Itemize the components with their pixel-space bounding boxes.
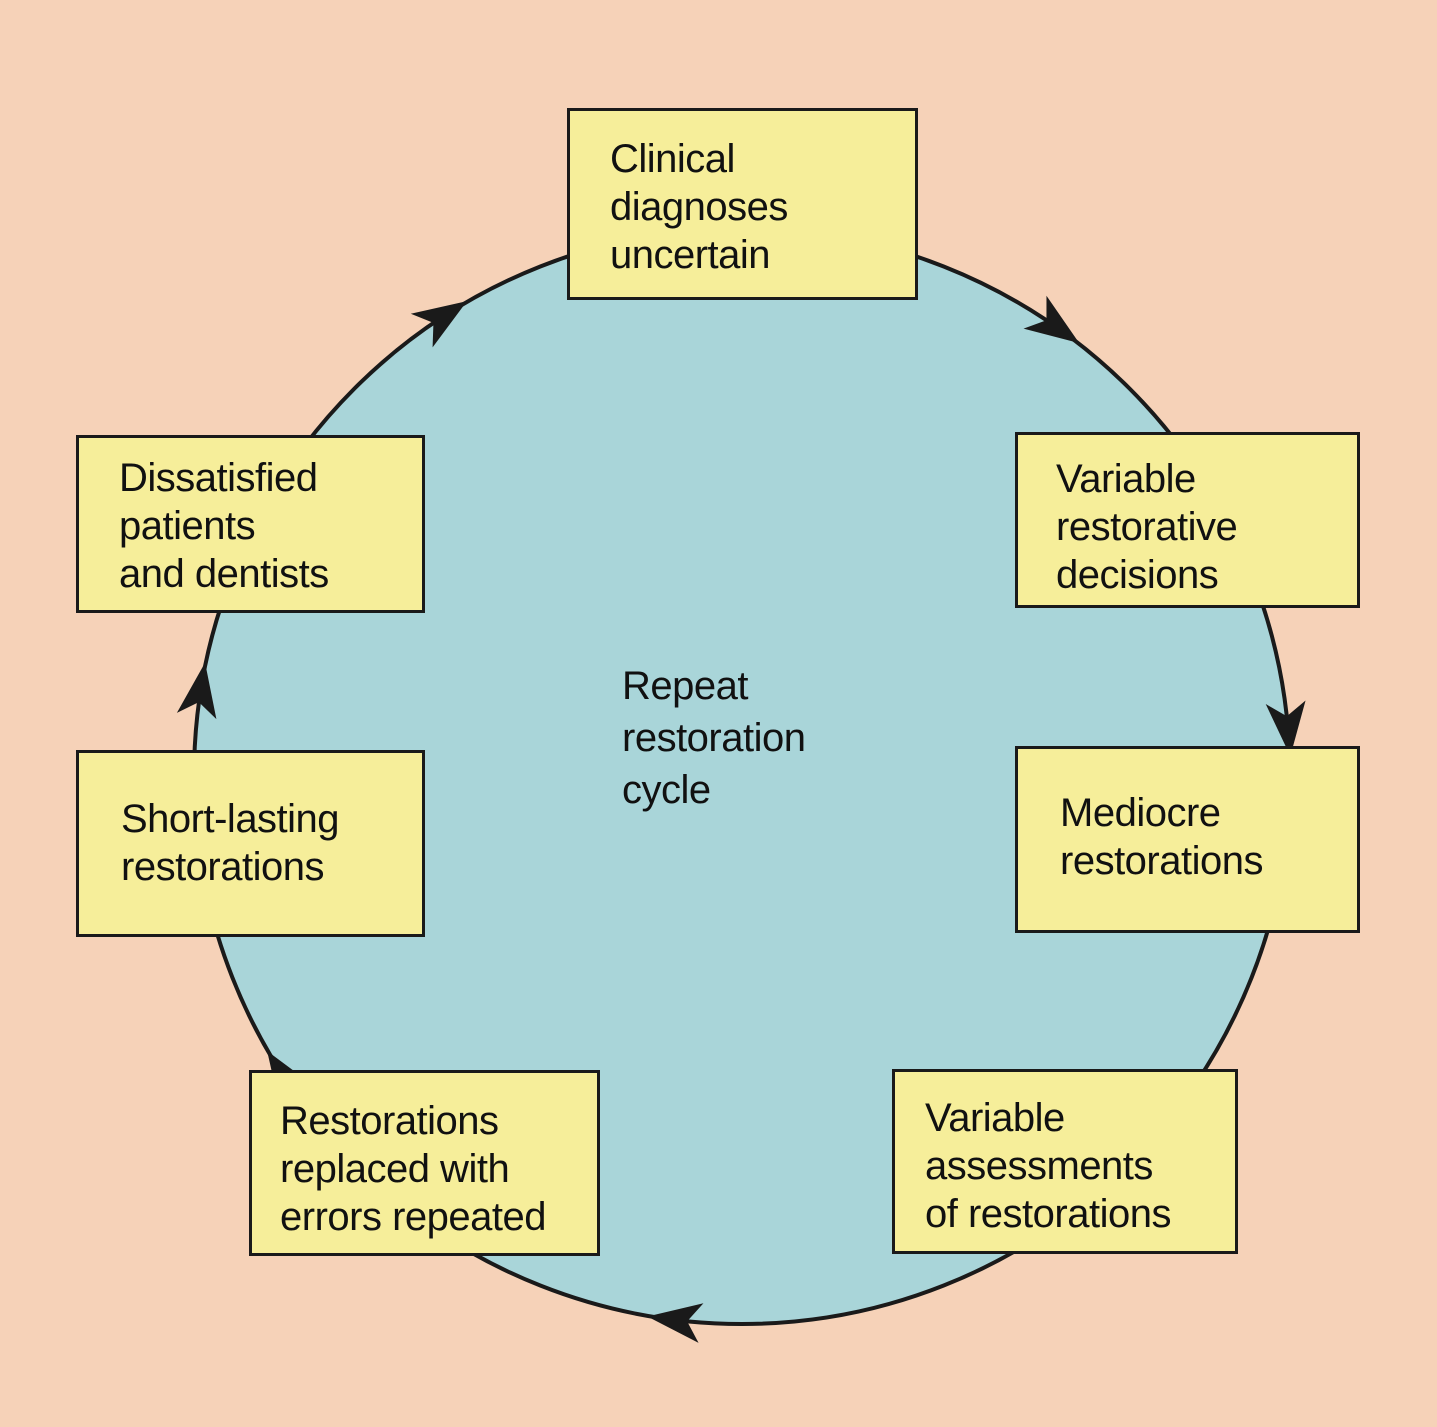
step-dissatisfied-box: Dissatisfied patients and dentists [76, 435, 425, 613]
arrowhead [1023, 295, 1080, 344]
center-label: Repeat restoration cycle [622, 660, 806, 816]
step-line: diagnoses [610, 185, 788, 229]
step-line: assessments [925, 1144, 1153, 1188]
step-line: Clinical [610, 137, 735, 181]
step-line: Variable [925, 1096, 1065, 1140]
step-line: Variable [1056, 457, 1196, 501]
step-line: restorative [1056, 505, 1238, 549]
step-variable-decisions-box: Variable restorative decisions [1015, 432, 1360, 608]
center-label-line: cycle [622, 768, 711, 812]
step-line: patients [119, 504, 256, 548]
step-clinical-diagnoses-box: Clinical diagnoses uncertain [567, 108, 918, 300]
step-line: Restorations [280, 1099, 499, 1143]
center-label-line: Repeat [622, 664, 748, 708]
step-short-lasting-box: Short-lasting restorations [76, 750, 425, 937]
step-variable-assessments-box: Variable assessments of restorations [892, 1069, 1238, 1254]
step-line: restorations [1060, 839, 1263, 883]
step-line: and dentists [119, 552, 329, 596]
step-line: replaced with [280, 1147, 510, 1191]
arrowhead [410, 301, 467, 348]
arrowhead [1265, 700, 1306, 757]
step-line: restorations [121, 845, 324, 889]
step-line: of restorations [925, 1192, 1171, 1236]
step-line: Dissatisfied [119, 456, 318, 500]
arrowhead [176, 662, 217, 720]
step-line: uncertain [610, 233, 771, 277]
center-label-line: restoration [622, 716, 806, 760]
step-mediocre-restorations-box: Mediocre restorations [1015, 746, 1360, 933]
step-line: Short-lasting [121, 797, 340, 841]
step-line: errors repeated [280, 1195, 546, 1239]
step-line: Mediocre [1060, 791, 1221, 835]
arrowhead [647, 1303, 704, 1343]
step-line: decisions [1056, 553, 1219, 597]
step-restorations-replaced-box: Restorations replaced with errors repeat… [249, 1070, 600, 1256]
